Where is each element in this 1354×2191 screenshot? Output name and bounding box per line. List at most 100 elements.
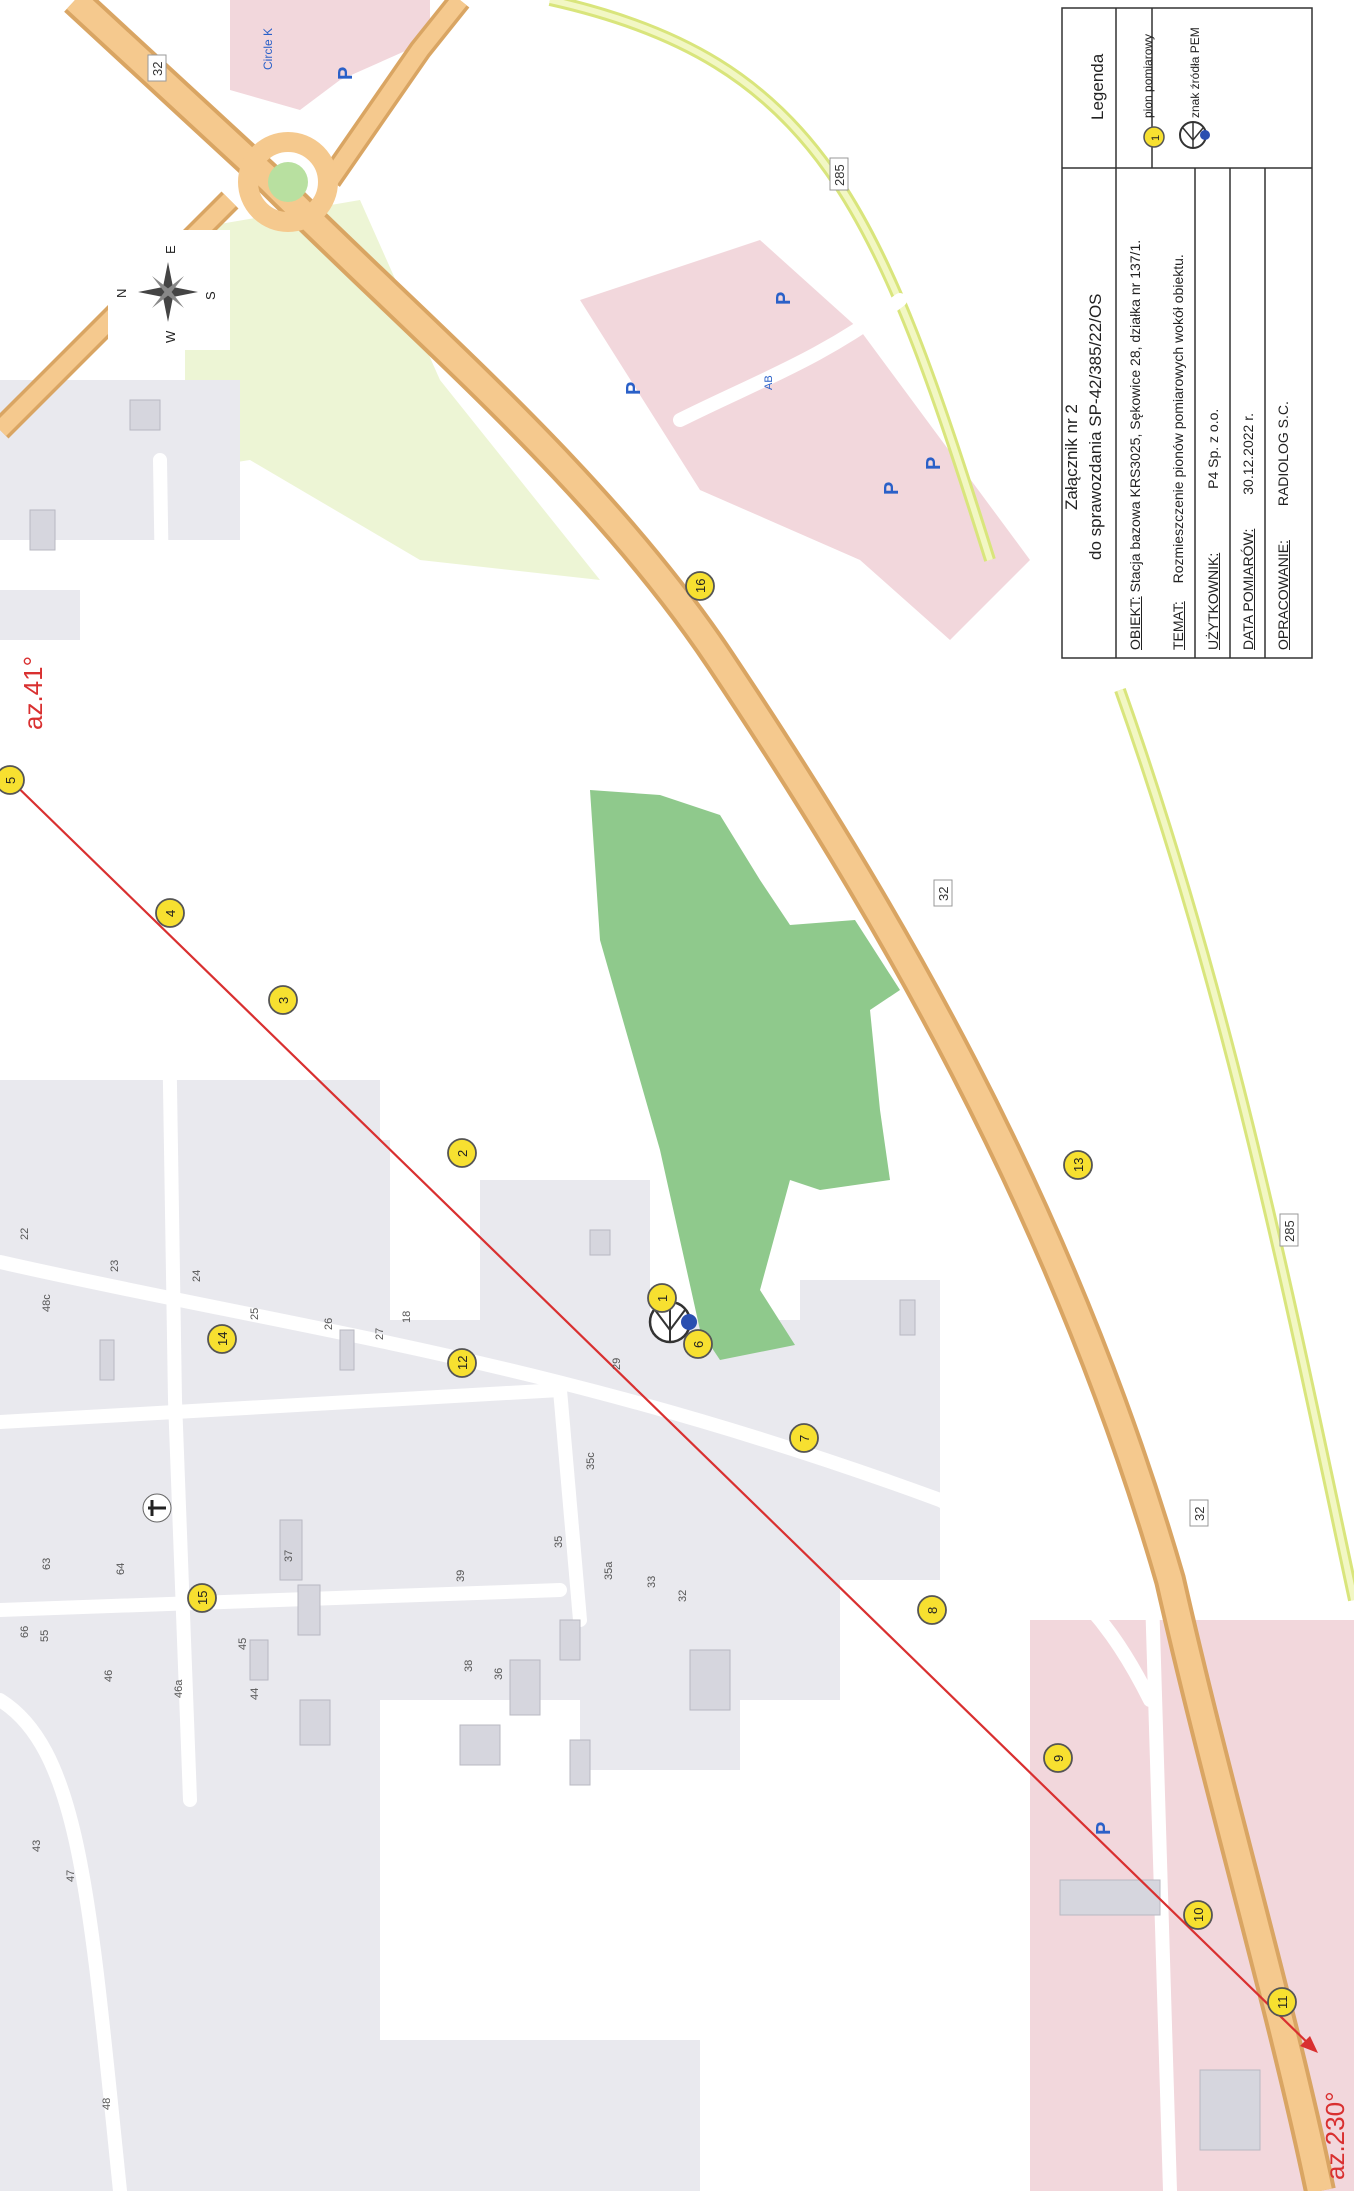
legend-point-number: 1 — [1150, 135, 1162, 141]
measurement-point-label: 7 — [797, 1435, 812, 1442]
temat-value: Rozmieszczenie pionów pomiarowych wokół … — [1170, 254, 1186, 584]
compass-w: W — [163, 330, 178, 343]
measurement-point-label: 5 — [3, 777, 18, 784]
svg-text:32: 32 — [936, 887, 951, 901]
azimuth-line — [0, 769, 1316, 2051]
measurement-point-label: 6 — [691, 1341, 706, 1348]
buildings — [29, 399, 1261, 2151]
house-number: 45 — [237, 1638, 249, 1650]
house-number: 24 — [191, 1270, 203, 1282]
measurement-point-3 — [268, 985, 298, 1015]
house-number: 66 — [19, 1626, 31, 1638]
compass-e: E — [163, 245, 178, 254]
svg-text:P: P — [1093, 1822, 1115, 1835]
temat-row: TEMAT: Rozmieszczenie pionów pomiarowych… — [1170, 254, 1186, 650]
measurement-point-13 — [1063, 1150, 1093, 1180]
legend-point-symbol — [1143, 126, 1165, 148]
legend-antenna-icon — [1179, 121, 1210, 149]
svg-text:P: P — [923, 457, 945, 470]
parking-labels: P P P P P P — [335, 67, 1115, 1835]
measurement-point-label: 10 — [1191, 1908, 1206, 1922]
azimuth-arrowhead — [1300, 2036, 1318, 2053]
data-row: DATA POMIARÓW: 30.12.2022 r. — [1240, 413, 1256, 650]
measurement-point-5 — [0, 765, 25, 795]
road-labels: 32 32 32 285 285 — [147, 54, 1299, 1527]
legend-item2-label: znak źródła PEM — [1188, 27, 1202, 118]
obiekt-row: OBIEKT: Stacja bazowa KRS3025, Sękowice … — [1127, 240, 1143, 650]
measurement-point-label: 12 — [455, 1356, 470, 1370]
measurement-point-8 — [917, 1595, 947, 1625]
svg-text:285: 285 — [1282, 1220, 1297, 1242]
meadow-area — [185, 200, 600, 580]
church-icon — [142, 1493, 172, 1523]
measurement-point-label: 4 — [163, 910, 178, 917]
house-number: 64 — [115, 1563, 127, 1575]
uzytkownik-row: UŻYTKOWNIK: P4 Sp. z o.o. — [1205, 409, 1221, 650]
roundabout — [238, 132, 338, 232]
house-number: 47 — [65, 1870, 77, 1882]
measurement-point-label: 8 — [925, 1607, 940, 1614]
house-number: 18 — [401, 1311, 413, 1323]
house-number: 43 — [31, 1840, 43, 1852]
measurement-point-16 — [685, 571, 715, 601]
temat-label: TEMAT: — [1170, 601, 1186, 650]
house-number: 55 — [39, 1630, 51, 1642]
measurement-point-4 — [155, 898, 185, 928]
measurement-point-11 — [1267, 1987, 1297, 2017]
house-numbers: 222324252627182935c3535a3332373938366463… — [19, 1228, 689, 2110]
house-number: 32 — [677, 1590, 689, 1602]
main-road-32 — [66, 0, 1332, 2191]
svg-text:P: P — [773, 292, 795, 305]
measurement-point-label: 1 — [655, 1295, 670, 1302]
house-number: 26 — [323, 1318, 335, 1330]
legend-item1-label: pion pomiarowy — [1141, 33, 1155, 118]
house-number: 25 — [249, 1308, 261, 1320]
opracowanie-value: RADIOLOG S.C. — [1275, 401, 1291, 507]
compass-n: N — [114, 289, 129, 298]
house-number: 46a — [173, 1679, 185, 1698]
title-line2: do sprawozdania SP-42/385/22/OS — [1086, 293, 1105, 560]
legend-title: Legenda — [1088, 53, 1107, 120]
measurement-point-6 — [683, 1329, 713, 1359]
svg-text:32: 32 — [1192, 1507, 1207, 1521]
svg-text:285: 285 — [832, 164, 847, 186]
house-number: 44 — [249, 1688, 261, 1700]
house-number: 39 — [455, 1570, 467, 1582]
house-number: 35 — [553, 1536, 565, 1548]
svg-text:P: P — [623, 382, 645, 395]
house-number: 38 — [463, 1660, 475, 1672]
measurement-point-label: 13 — [1071, 1158, 1086, 1172]
house-number: 27 — [374, 1328, 386, 1340]
obiekt-label: OBIEKT: — [1127, 596, 1143, 650]
house-number: 22 — [19, 1228, 31, 1240]
data-label: DATA POMIARÓW: — [1240, 528, 1256, 650]
measurement-point-15 — [187, 1583, 217, 1613]
measurement-point-label: 3 — [276, 997, 291, 1004]
house-number: 36 — [493, 1668, 505, 1680]
azimuth-south-label: az.230° — [1320, 2092, 1350, 2180]
legend-frame — [1061, 7, 1313, 659]
forest-area — [590, 790, 900, 1360]
measurement-point-label: 15 — [195, 1591, 210, 1605]
measurement-point-label: 14 — [215, 1332, 230, 1346]
measurement-point-7 — [789, 1423, 819, 1453]
measurement-point-12 — [447, 1348, 477, 1378]
local-streets — [0, 293, 1177, 2191]
house-number: 33 — [646, 1576, 658, 1588]
house-number: 63 — [41, 1558, 53, 1570]
obiekt-value: Stacja bazowa KRS3025, Sękowice 28, dzia… — [1127, 239, 1143, 593]
data-value: 30.12.2022 r. — [1240, 413, 1256, 495]
opracowanie-label: OPRACOWANIE: — [1275, 540, 1291, 650]
measurement-point-10 — [1183, 1900, 1213, 1930]
house-number: 35a — [603, 1561, 615, 1580]
compass-rose-icon — [138, 262, 198, 322]
uzytkownik-value: P4 Sp. z o.o. — [1205, 408, 1221, 489]
measurement-point-label: 2 — [455, 1150, 470, 1157]
azimuth-north-label: az.41° — [18, 656, 48, 730]
opracowanie-row: OPRACOWANIE: RADIOLOG S.C. — [1275, 401, 1291, 650]
house-number: 46 — [103, 1670, 115, 1682]
measurement-point-9 — [1043, 1743, 1073, 1773]
measurement-point-label: 9 — [1051, 1755, 1066, 1762]
